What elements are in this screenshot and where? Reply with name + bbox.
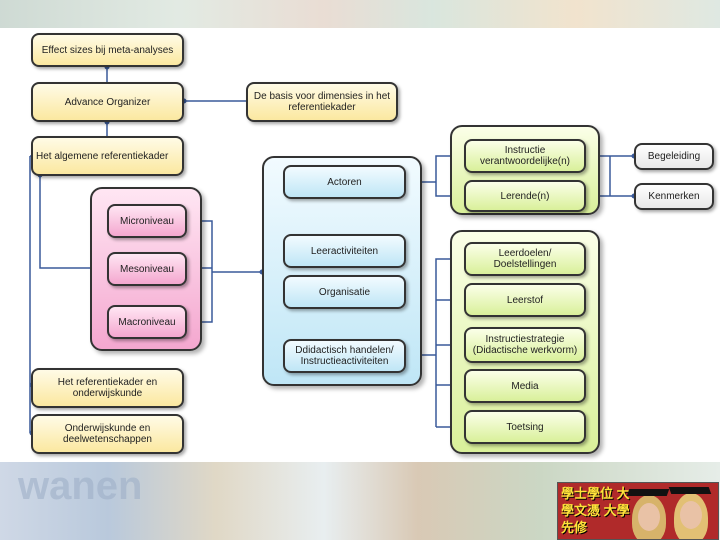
microniveau-label: Microniveau — [120, 215, 174, 227]
media-box: Media — [464, 369, 586, 403]
toetsing-box: Toetsing — [464, 410, 586, 444]
instructie-verantwoordelijke-label: Instructie verantwoordelijke(n) — [479, 145, 571, 167]
effect-sizes-label: Effect sizes bij meta-analyses — [41, 44, 174, 56]
toetsing-label: Toetsing — [506, 421, 544, 433]
mesoniveau-label: Mesoniveau — [120, 263, 174, 275]
background-watermark-left: wanen — [18, 464, 143, 508]
referentiekader-onderwijskunde-box: Het referentiekader en onderwijskunde — [31, 368, 184, 408]
basis-dimensies-box: De basis voor dimensies in het referenti… — [246, 82, 398, 122]
macroniveau-label: Macroniveau — [118, 316, 176, 328]
photo-caption: 學士學位 大學文憑 大學先修 — [561, 486, 630, 535]
graduates-photo: 學士學位 大學文憑 大學先修 — [557, 482, 719, 540]
onderwijskunde-deelwetenschappen-label: Onderwijskunde en deelwetenschappen — [63, 423, 152, 445]
begeleiding-box: Begeleiding — [634, 143, 714, 170]
referentiekader-onderwijskunde-label: Het referentiekader en onderwijskunde — [57, 377, 158, 399]
microniveau-box: Microniveau — [107, 204, 187, 238]
lerende-label: Lerende(n) — [500, 190, 550, 202]
background-top-strip — [0, 0, 720, 28]
leeractiviteiten-label: Leeractiviteiten — [310, 245, 379, 257]
leeractiviteiten-box: Leeractiviteiten — [283, 234, 406, 268]
effect-sizes-box: Effect sizes bij meta-analyses — [31, 33, 184, 67]
macroniveau-box: Macroniveau — [107, 305, 187, 339]
advance-organizer-box: Advance Organizer — [31, 82, 184, 122]
leerstof-box: Leerstof — [464, 283, 586, 317]
algemene-referentiekader-label: Het algemene referentiekader — [36, 150, 169, 162]
organisatie-box: Organisatie — [283, 275, 406, 309]
instructie-verantwoordelijke-box: Instructie verantwoordelijke(n) — [464, 139, 586, 173]
graduate-cap-right — [668, 487, 712, 494]
didactisch-handelen-box: Ddidactisch handelen/ Instructieactivite… — [283, 339, 406, 373]
actoren-label: Actoren — [327, 176, 362, 188]
graduate-cap-left — [626, 489, 670, 496]
leerdoelen-label: Leerdoelen/ Doelstellingen — [493, 248, 557, 270]
didactisch-handelen-label: Ddidactisch handelen/ Instructieactivite… — [295, 345, 394, 367]
mesoniveau-box: Mesoniveau — [107, 252, 187, 286]
basis-dimensies-label: De basis voor dimensies in het referenti… — [253, 91, 391, 113]
actoren-box: Actoren — [283, 165, 406, 199]
instructiestrategie-box: Instructiestrategie (Didactische werkvor… — [464, 327, 586, 363]
lerende-box: Lerende(n) — [464, 180, 586, 212]
media-label: Media — [511, 380, 539, 392]
onderwijskunde-deelwetenschappen-box: Onderwijskunde en deelwetenschappen — [31, 414, 184, 454]
graduate-face-left — [638, 503, 660, 531]
organisatie-label: Organisatie — [318, 286, 371, 298]
algemene-referentiekader-box: Het algemene referentiekader — [31, 136, 184, 176]
leerdoelen-box: Leerdoelen/ Doelstellingen — [464, 242, 586, 276]
graduate-face-right — [680, 501, 702, 529]
kenmerken-box: Kenmerken — [634, 183, 714, 210]
begeleiding-label: Begeleiding — [647, 151, 701, 162]
kenmerken-label: Kenmerken — [648, 191, 700, 202]
leerstof-label: Leerstof — [506, 294, 544, 306]
instructiestrategie-label: Instructiestrategie (Didactische werkvor… — [472, 334, 578, 356]
advance-organizer-label: Advance Organizer — [64, 96, 151, 108]
